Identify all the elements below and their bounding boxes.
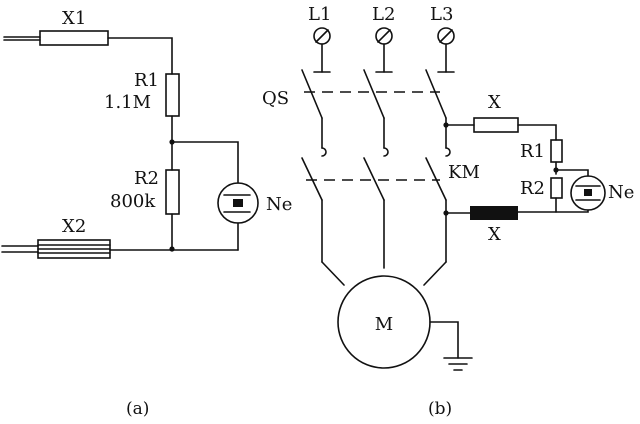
resistor-r1-b (550, 139, 563, 163)
caption-b: (b) (428, 399, 452, 419)
terminal-l3 (437, 27, 455, 73)
r1-value: 1.1M (104, 92, 151, 113)
ne-label-b: Ne (608, 182, 634, 203)
l3-label: L3 (430, 4, 453, 25)
neon-lamp-b (570, 175, 606, 211)
probe-x-bottom (470, 206, 518, 220)
l2-label: L2 (372, 4, 395, 25)
resistor-r2-b (550, 177, 563, 199)
km-label: KM (448, 162, 480, 183)
diagram-b: L1 L2 L3 (262, 4, 634, 419)
ne-label: Ne (266, 194, 292, 215)
probe-x1 (3, 30, 173, 75)
x1-label: X1 (62, 8, 86, 29)
probe-x-top (473, 117, 519, 133)
caption-a: (a) (126, 399, 149, 419)
diagram-a: X1 R1 1.1M R2 800k Ne (1, 8, 292, 419)
switch-qs (301, 69, 451, 157)
motor-label: M (375, 314, 393, 335)
ground-icon (429, 321, 473, 371)
r2-label: R2 (134, 168, 159, 189)
tester-circuit-b (443, 117, 606, 220)
neon-lamp-a (217, 182, 259, 251)
l1-label: L1 (308, 4, 331, 25)
x2-label: X2 (62, 216, 86, 237)
resistor-r1 (165, 73, 180, 117)
x-top-label: X (488, 92, 501, 113)
resistor-r2 (165, 169, 180, 215)
junction-dot (169, 246, 175, 252)
r1-label-b: R1 (520, 141, 545, 162)
terminal-l1 (313, 27, 331, 73)
r1-label: R1 (134, 70, 159, 91)
r2-value: 800k (110, 191, 156, 212)
terminal-l2 (375, 27, 393, 73)
x-bottom-label: X (488, 224, 501, 245)
probe-x2 (1, 239, 111, 259)
qs-label: QS (262, 88, 289, 109)
contactor-km (301, 157, 447, 201)
r2-label-b: R2 (520, 178, 545, 199)
